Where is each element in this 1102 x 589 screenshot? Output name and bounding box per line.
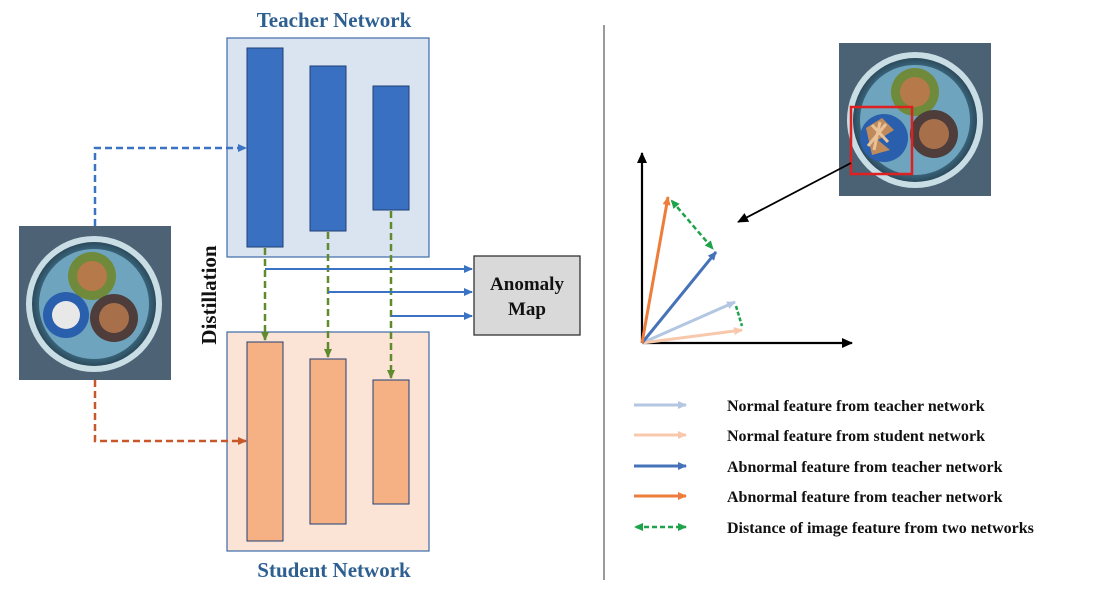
legend-label-3: Abnormal feature from teacher network bbox=[727, 459, 1003, 476]
teacher-layer-1 bbox=[246, 47, 284, 248]
abnormal-student-vector bbox=[640, 196, 671, 344]
anomaly-map-label-line1: Anomaly bbox=[490, 274, 564, 295]
anomaly-map-box bbox=[473, 255, 581, 336]
legend-label-5: Distance of image feature from two netwo… bbox=[727, 520, 1034, 537]
teacher-layer-3 bbox=[372, 85, 410, 211]
student-layer-3 bbox=[372, 379, 410, 505]
student-network-title: Student Network bbox=[257, 558, 411, 582]
pointer-arrow bbox=[737, 162, 852, 223]
teacher-network-title: Teacher Network bbox=[257, 8, 412, 32]
abnormal-distance bbox=[670, 199, 714, 250]
legend: Normal feature from teacher network Norm… bbox=[634, 398, 1034, 537]
normal-student-vector bbox=[641, 327, 743, 345]
teacher-input-arrow bbox=[93, 144, 247, 226]
normal-distance bbox=[734, 305, 744, 327]
abnormal-teacher-vector bbox=[640, 251, 718, 344]
student-layer-1 bbox=[246, 341, 284, 542]
normal-teacher-vector bbox=[641, 300, 736, 345]
student-input-arrow bbox=[93, 380, 247, 445]
legend-label-2: Normal feature from student network bbox=[727, 428, 985, 445]
student-layer-2 bbox=[309, 358, 347, 525]
teacher-layer-2 bbox=[309, 65, 347, 232]
anomaly-map-label-line2: Map bbox=[508, 299, 546, 320]
legend-label-4: Abnormal feature from teacher network bbox=[727, 489, 1003, 506]
anomaly-sample-image bbox=[839, 43, 991, 196]
input-image bbox=[19, 226, 171, 380]
legend-label-1: Normal feature from teacher network bbox=[727, 398, 985, 415]
distillation-label: Distillation bbox=[197, 245, 221, 344]
